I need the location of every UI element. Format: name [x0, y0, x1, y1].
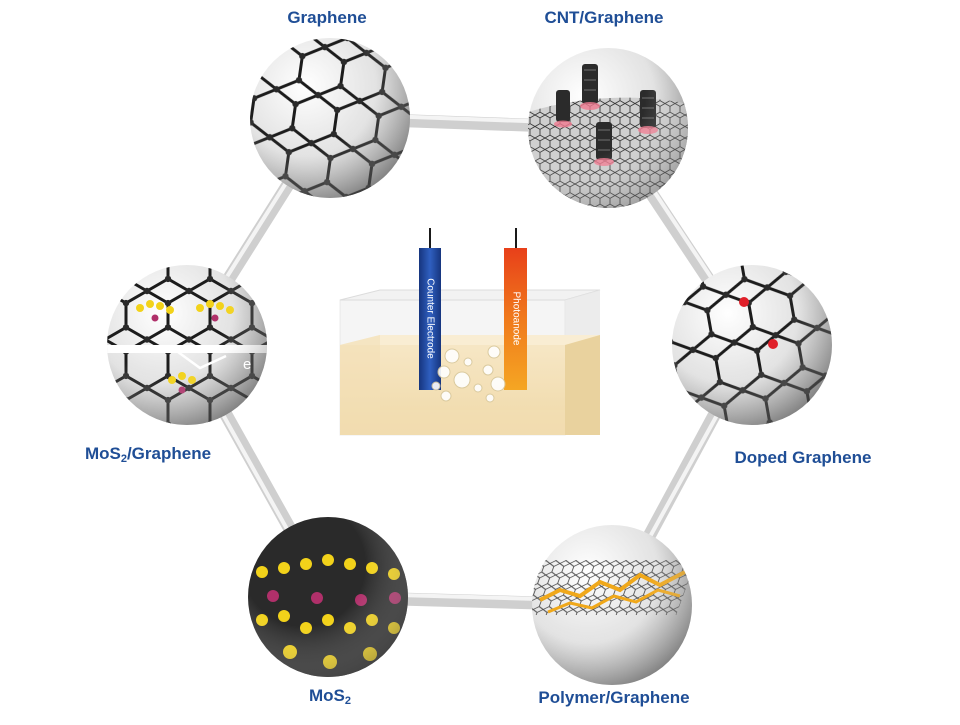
doped-graphene-sphere: [672, 265, 832, 425]
label-mos2-graphene: MoS2/Graphene: [85, 444, 211, 465]
label-graphene: Graphene: [287, 8, 367, 27]
mos2-graphene-sphere: [107, 265, 267, 425]
counter-electrode: [419, 248, 441, 390]
photoanode: [504, 248, 527, 390]
label-mos2-subscript: 2: [344, 695, 352, 707]
gas-bubbles: [431, 345, 506, 403]
graphene-sphere: [250, 38, 410, 198]
electron-transfer-arrow: [177, 350, 227, 370]
label-mos2-text: MoS: [308, 686, 345, 705]
label-mos2-graphene-suffix: /Graphene: [126, 444, 212, 463]
photoanode-label: Photoanode: [510, 291, 522, 346]
dopant-atoms: [739, 297, 778, 349]
counter-electrode-label: Counter Electrode: [424, 278, 436, 359]
mos2-sphere: [248, 517, 408, 677]
label-mos2: MoS2: [309, 686, 351, 707]
label-cnt-graphene: CNT/Graphene: [544, 8, 664, 27]
polymer-graphene-sphere: [532, 525, 692, 685]
label-doped-graphene: Doped Graphene: [734, 448, 872, 467]
cnt-graphene-sphere: [528, 48, 688, 208]
electrochemical-cell: [339, 228, 601, 436]
label-mos2-graphene-text: MoS: [84, 444, 121, 463]
electron-symbol: e: [243, 356, 251, 373]
label-mos2-graphene-subscript: 2: [120, 453, 127, 465]
label-polymer-graphene: Polymer/Graphene: [538, 688, 690, 707]
